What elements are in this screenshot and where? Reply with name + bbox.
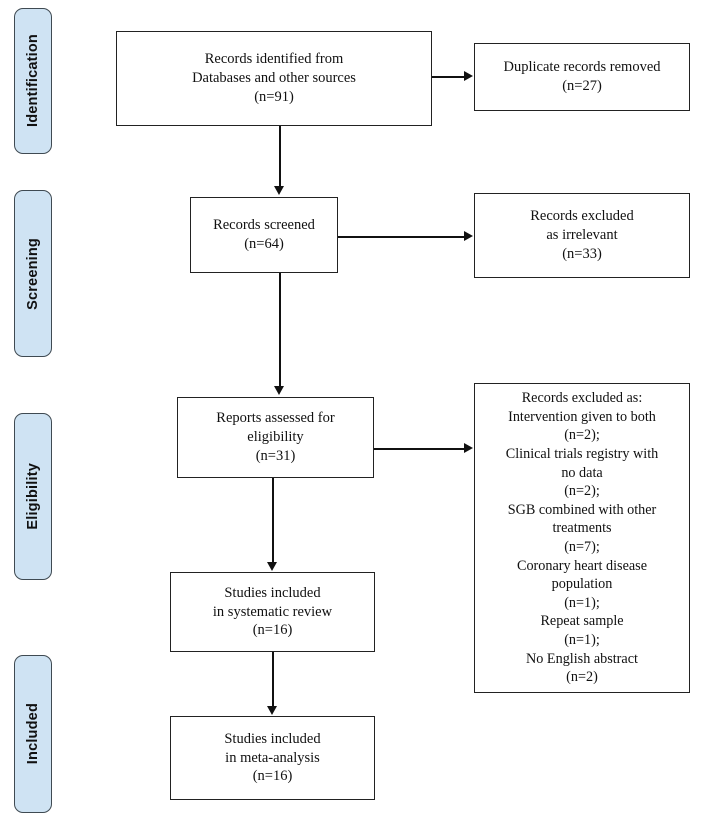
- stage-label-eligibility: Eligibility: [25, 463, 41, 530]
- stage-label-included: Included: [25, 703, 41, 765]
- connector-identified-to-screened: [279, 126, 281, 188]
- stage-label-screening: Screening: [25, 237, 41, 310]
- stage-tab-eligibility: Eligibility: [14, 413, 52, 580]
- arrowhead-identified-to-screened: [274, 186, 284, 195]
- arrowhead-reports-to-excluded-detail: [464, 443, 473, 453]
- connector-reports-to-systematic-review: [272, 478, 274, 564]
- box-duplicates-removed-text: Duplicate records removed (n=27): [503, 59, 661, 94]
- box-records-identified-text: Records identified from Databases and ot…: [192, 51, 356, 105]
- box-reports-assessed-text: Reports assessed for eligibility (n=31): [216, 410, 335, 464]
- stage-tab-screening: Screening: [14, 190, 52, 357]
- box-records-excluded-detail: Records excluded as: Intervention given …: [474, 383, 690, 693]
- box-records-identified: Records identified from Databases and ot…: [116, 31, 432, 126]
- connector-screened-to-reports: [279, 273, 281, 387]
- arrowhead-screened-to-excluded: [464, 231, 473, 241]
- box-records-screened: Records screened (n=64): [190, 197, 338, 273]
- box-studies-systematic-review-text: Studies included in systematic review (n…: [212, 584, 333, 639]
- box-records-excluded-detail-text: Records excluded as: Intervention given …: [505, 390, 659, 686]
- box-records-excluded-irrelevant-text: Records excluded as irrelevant (n=33): [530, 208, 634, 262]
- box-duplicates-removed: Duplicate records removed (n=27): [474, 43, 690, 111]
- arrowhead-systematic-review-to-meta-analysis: [267, 706, 277, 715]
- box-records-screened-text: Records screened (n=64): [213, 217, 315, 252]
- stage-label-identification: Identification: [25, 34, 41, 128]
- box-studies-meta-analysis: Studies included in meta-analysis (n=16): [170, 716, 375, 800]
- connector-systematic-review-to-meta-analysis: [272, 652, 274, 708]
- connector-identified-to-duplicates: [432, 76, 465, 78]
- arrowhead-reports-to-systematic-review: [267, 562, 277, 571]
- box-studies-meta-analysis-text: Studies included in meta-analysis (n=16): [224, 730, 321, 785]
- box-reports-assessed: Reports assessed for eligibility (n=31): [177, 397, 374, 478]
- connector-screened-to-excluded: [338, 236, 465, 238]
- arrowhead-screened-to-reports: [274, 386, 284, 395]
- stage-tab-identification: Identification: [14, 8, 52, 154]
- connector-reports-to-excluded-detail: [374, 448, 465, 450]
- box-records-excluded-irrelevant: Records excluded as irrelevant (n=33): [474, 193, 690, 278]
- arrowhead-identified-to-duplicates: [464, 71, 473, 81]
- box-studies-systematic-review: Studies included in systematic review (n…: [170, 572, 375, 652]
- stage-tab-included: Included: [14, 655, 52, 813]
